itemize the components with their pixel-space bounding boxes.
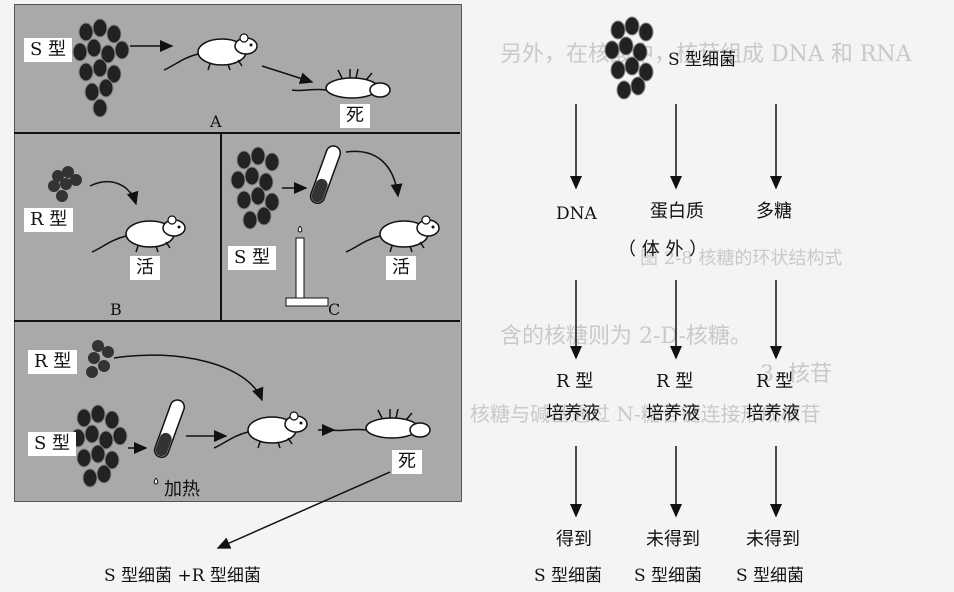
r-bacteria-cluster-b [48,166,82,202]
label-medium-2-line2: 培养液 [646,403,700,424]
mouse-d [213,411,308,449]
background-text-1: 另外，在核酸中，核苷组成 DNA 和 RNA [500,42,912,67]
label-result-1-line1: 得到 [556,529,592,550]
background-text-4: 核糖与碱基通过 N-糖苷键连接形成核苷 [470,402,821,426]
label-protein: 蛋白质 [650,201,704,222]
label-a: A [210,112,222,131]
label-medium-1-line2: 培养液 [546,403,600,424]
label-result-3-line2: S 型细菌 [736,566,805,586]
burner-c [285,225,329,307]
s-bacteria-cluster-right [604,16,654,100]
s-bacteria-cluster-d [70,404,128,488]
label-medium-3-line2: 培养液 [746,403,800,424]
label-r-type-b: R 型 [24,208,74,232]
label-c: C [328,300,341,319]
divider-b-c [220,132,222,322]
label-result-live-c: 活 [386,256,416,280]
label-s-type-d: S 型 [28,432,77,456]
dead-mouse-a [291,68,391,99]
label-b: B [110,300,122,319]
label-result-dead-d: 死 [392,450,422,474]
background-text-2: 含的核糖则为 2-D-核糖。 [500,324,752,349]
label-heat: 加热 [164,479,200,500]
label-result-3-line1: 未得到 [746,529,800,550]
label-result-2-line1: 未得到 [646,529,700,550]
label-medium-1-line1: R 型 [556,371,594,392]
s-bacteria-cluster-c [230,146,280,230]
s-bacteria-cluster-a [72,18,130,118]
label-result-1-line2: S 型细菌 [534,566,603,586]
label-dna: DNA [556,204,597,224]
label-polysaccharide: 多糖 [756,201,792,222]
label-result-live-b: 活 [130,256,160,280]
label-r-type-d: R 型 [28,350,78,374]
label-conclusion: S 型细菌 +R 型细菌 [104,566,261,586]
divider-bc [14,320,460,322]
label-in-vitro: （ 体 外 ） [618,239,708,260]
label-result-dead-a: 死 [340,104,370,128]
divider-a [14,132,460,134]
background-text-5: 图 2-8 核糖的环状结构式 [640,248,843,269]
test-tube-c [307,143,344,206]
label-result-2-line2: S 型细菌 [634,566,703,586]
dead-mouse-d [331,408,431,439]
mouse-b [91,215,186,253]
r-bacteria-cluster-d [86,340,114,378]
label-s-type-a: S 型 [24,38,73,62]
mouse-c [345,215,440,253]
flame-icon [153,477,159,485]
label-medium-3-line1: R 型 [756,371,794,392]
label-s-type-c: S 型 [228,246,277,270]
background-text-3: 3. 核苷 [760,362,832,387]
label-medium-2-line1: R 型 [656,371,694,392]
label-s-type-bacteria-source: S 型细菌 [668,50,737,70]
mouse-a [163,33,258,71]
test-tube-d [151,397,188,460]
